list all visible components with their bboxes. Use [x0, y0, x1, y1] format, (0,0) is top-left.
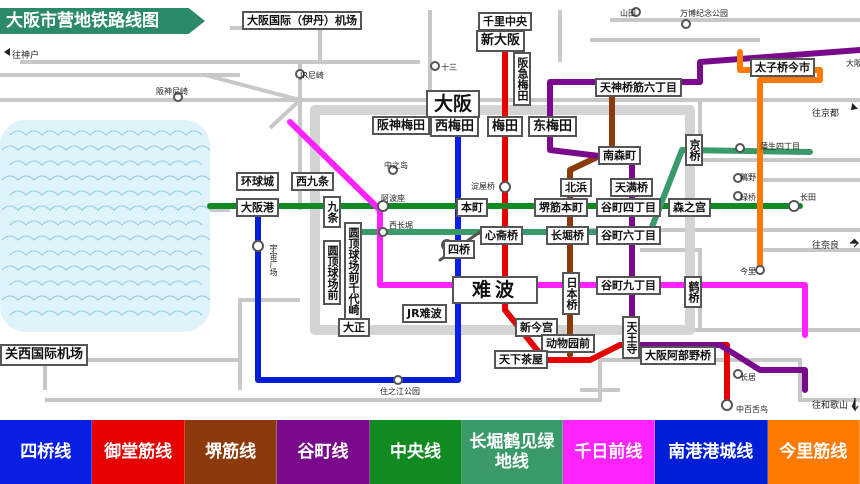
label-banpaku: 万博纪念公园: [680, 9, 728, 18]
label-osaka-east: 大阪: [846, 59, 860, 68]
label-yodoyabashi: 淀屋桥: [471, 182, 495, 191]
station-minamimorimachi[interactable]: 南森町: [598, 146, 641, 165]
label-suminoe: 住之江公园: [380, 387, 420, 396]
station-dome-mae[interactable]: 圆顶球场前: [323, 240, 341, 305]
label-amagasaki: JR尼崎: [300, 71, 324, 80]
sea-waves: [1, 130, 211, 316]
direction-kyoto: 往京都: [812, 109, 840, 119]
station-nippombashi[interactable]: 日本桥: [562, 272, 580, 315]
map-title: 大阪市营地铁路线图: [0, 8, 205, 34]
station-itami[interactable]: 大阪国际（伊丹）机场: [242, 11, 362, 30]
line-sennichimae: [287, 119, 808, 338]
station-tenjinbashi[interactable]: 天神桥筋六丁目: [595, 78, 682, 97]
station-osaka[interactable]: 大阪: [426, 90, 481, 118]
station-taishibashi[interactable]: 太子桥今市: [750, 58, 815, 77]
station-tsuruhashi[interactable]: 鹤桥: [684, 276, 702, 308]
line-midosuji: [502, 27, 730, 408]
direction-nara: 往奈良: [812, 241, 840, 251]
station-tennoji[interactable]: 天王寺: [622, 316, 640, 359]
station-dobutsuen[interactable]: 动物园前: [541, 334, 595, 353]
arrow-wakayama: [851, 398, 859, 412]
station-tanimachi-6[interactable]: 谷町六丁目: [596, 226, 661, 245]
arrow-kyoto: [850, 103, 858, 111]
station-dome-chiyozaki[interactable]: 圆顶球场前千代崎: [344, 222, 362, 320]
station-higashi-umeda[interactable]: 东梅田: [528, 116, 578, 137]
station-temma[interactable]: 天满桥: [610, 178, 653, 197]
station-kujo[interactable]: 九条: [323, 196, 341, 228]
legend-sennichimae: 千日前线: [562, 420, 656, 484]
legend-nanko: 南港港城线: [655, 420, 768, 484]
direction-kobe: 往神户: [12, 51, 40, 61]
label-yamada: 山田: [620, 9, 636, 18]
legend-midosuji: 御堂筋线: [92, 420, 185, 484]
arrow-kobe: [4, 48, 10, 56]
legend-chuo: 中央线: [369, 420, 463, 484]
sea-area: [0, 120, 210, 332]
direction-wakayama: 往和歌山: [812, 401, 849, 411]
legend-sakaisuji: 堺筋线: [184, 420, 278, 484]
route-map-svg: [0, 7, 860, 412]
station-yotsubashi[interactable]: 四桥: [443, 240, 475, 259]
station-abeno[interactable]: 大阪阿部野桥: [640, 346, 716, 365]
arrow-nara: [850, 238, 860, 248]
label-juso: 十三: [441, 63, 457, 72]
label-imazato: 今里: [740, 267, 756, 276]
station-shinsaibashi[interactable]: 心斋桥: [480, 226, 523, 245]
station-tengachaya[interactable]: 天下茶屋: [494, 350, 548, 369]
station-honmachi[interactable]: 本町: [456, 198, 488, 217]
station-sakaisuji-honmachi[interactable]: 堺筋本町: [534, 198, 588, 217]
station-shinimamiya[interactable]: 新今宫: [515, 318, 558, 337]
legend-tanimachi: 谷町线: [277, 420, 370, 484]
label-nagata: 长田: [800, 193, 816, 202]
label-gamo: 蒲生四丁目: [760, 142, 800, 151]
station-morinomiya[interactable]: 森之宫: [668, 198, 711, 217]
legend-yotsubashi: 四桥线: [0, 420, 93, 484]
station-kix[interactable]: 关西国际机场: [0, 344, 89, 366]
station-nishikujo[interactable]: 西九条: [291, 172, 334, 191]
station-hankyu-umeda[interactable]: 阪急梅田: [513, 52, 531, 106]
label-nishinagahori: 西长堀: [389, 221, 413, 230]
station-hanshin-umeda[interactable]: 阪神梅田: [372, 116, 431, 135]
line-legend: 四桥线 御堂筋线 堺筋线 谷町线 中央线 长堀鹤见绿地线 千日前线 南港港城线 …: [0, 420, 860, 484]
station-bentencho[interactable]: 环球城: [236, 172, 279, 191]
station-kyobashi[interactable]: 京桥: [685, 134, 703, 166]
station-tanimachi-9[interactable]: 谷町九丁目: [596, 276, 661, 295]
label-cosmosquare: 宇宙广场: [269, 244, 278, 276]
subway-map: 大阪市营地铁路线图 往神户 往京都 往奈良 往和歌山 山田 万博纪念公园 十三 …: [0, 7, 860, 414]
label-shigino: 鴫野: [740, 173, 756, 182]
station-namba[interactable]: 难波: [452, 276, 539, 304]
station-tanimachi-4[interactable]: 谷町四丁目: [596, 198, 661, 217]
station-umeda[interactable]: 梅田: [487, 116, 524, 137]
label-midoribashi: 绿桥: [740, 193, 756, 202]
direction-arrows: [4, 48, 860, 412]
station-senri-chuo[interactable]: 千里中央: [478, 12, 532, 31]
station-taisho[interactable]: 大正: [338, 318, 370, 337]
label-nakanoshima: 中之岛: [384, 161, 408, 170]
station-dots: [173, 7, 800, 411]
station-shinosaka[interactable]: 新大阪: [476, 30, 526, 52]
station-nishi-umeda[interactable]: 西梅田: [430, 116, 480, 137]
loop-line: [310, 105, 695, 335]
label-hanshin-amagasaki: 阪神尼崎: [156, 87, 188, 96]
line-imazatosuji: [737, 49, 823, 273]
label-nakamozu: 中百舌鸟: [736, 405, 768, 414]
line-sakaisuji: [567, 79, 615, 358]
station-osakako[interactable]: 大阪港: [236, 198, 279, 217]
legend-nagahori: 长堀鹤见绿地线: [462, 420, 563, 484]
station-kitahama[interactable]: 北浜: [560, 178, 592, 197]
label-awaza: 阿波座: [381, 194, 405, 203]
legend-imazatosuji: 今里筋线: [767, 420, 860, 484]
station-nagahoribashi[interactable]: 长堀桥: [546, 226, 589, 245]
station-jr-namba[interactable]: JR难波: [402, 304, 447, 323]
label-nagai: 长居: [740, 373, 756, 382]
subway-lines: [207, 27, 860, 408]
